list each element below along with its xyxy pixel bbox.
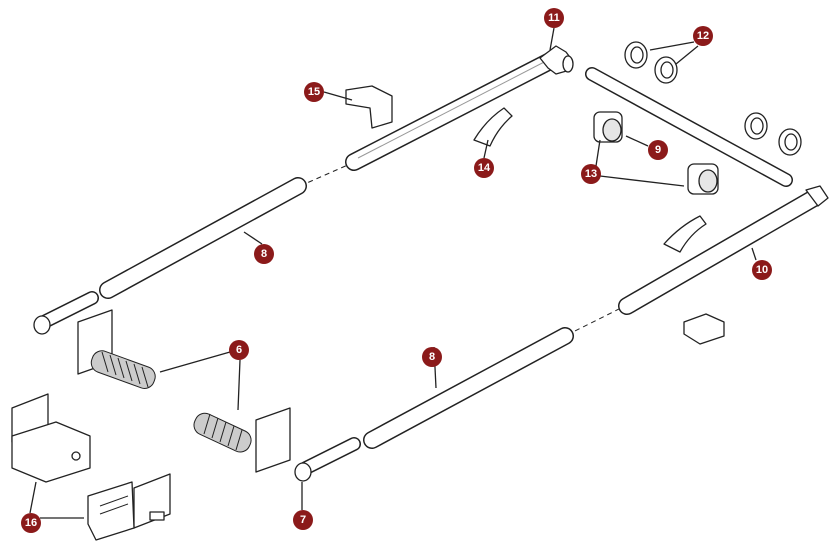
callout-16: 16	[21, 513, 41, 533]
bracket-15	[345, 85, 393, 129]
callout-15: 15	[304, 82, 324, 102]
roller-13-a	[593, 111, 623, 143]
curved-connector-right	[663, 215, 707, 253]
callout-13: 13	[581, 164, 601, 184]
side-tube-8-front	[363, 327, 574, 449]
callout-8-left: 8	[254, 244, 274, 264]
corner-elbow	[539, 45, 574, 75]
torsion-spring-left	[77, 309, 156, 389]
bearings-12	[624, 41, 802, 156]
callout-11: 11	[544, 8, 564, 28]
bracket-right	[683, 313, 725, 345]
callout-8-front: 8	[422, 347, 442, 367]
curved-connector-14	[473, 107, 513, 147]
alignment-line	[299, 163, 351, 187]
alignment-line	[566, 305, 626, 336]
spring-housing-b	[87, 473, 171, 541]
top-tube	[345, 51, 561, 171]
callout-12: 12	[693, 26, 713, 46]
side-tube-8-left	[99, 177, 307, 299]
callout-6: 6	[229, 340, 249, 360]
rear-tube-9	[585, 67, 793, 187]
leader-lines	[29, 27, 757, 519]
callout-7: 7	[293, 510, 313, 530]
end-cap-left	[33, 291, 99, 335]
callout-10: 10	[752, 260, 772, 280]
callout-9: 9	[648, 140, 668, 160]
roller-13-b	[687, 163, 719, 195]
torsion-spring-right	[193, 407, 291, 473]
callout-14: 14	[474, 158, 494, 178]
end-cap-7	[294, 437, 361, 482]
spring-housing-a	[11, 393, 91, 483]
side-tube-10	[618, 185, 829, 315]
